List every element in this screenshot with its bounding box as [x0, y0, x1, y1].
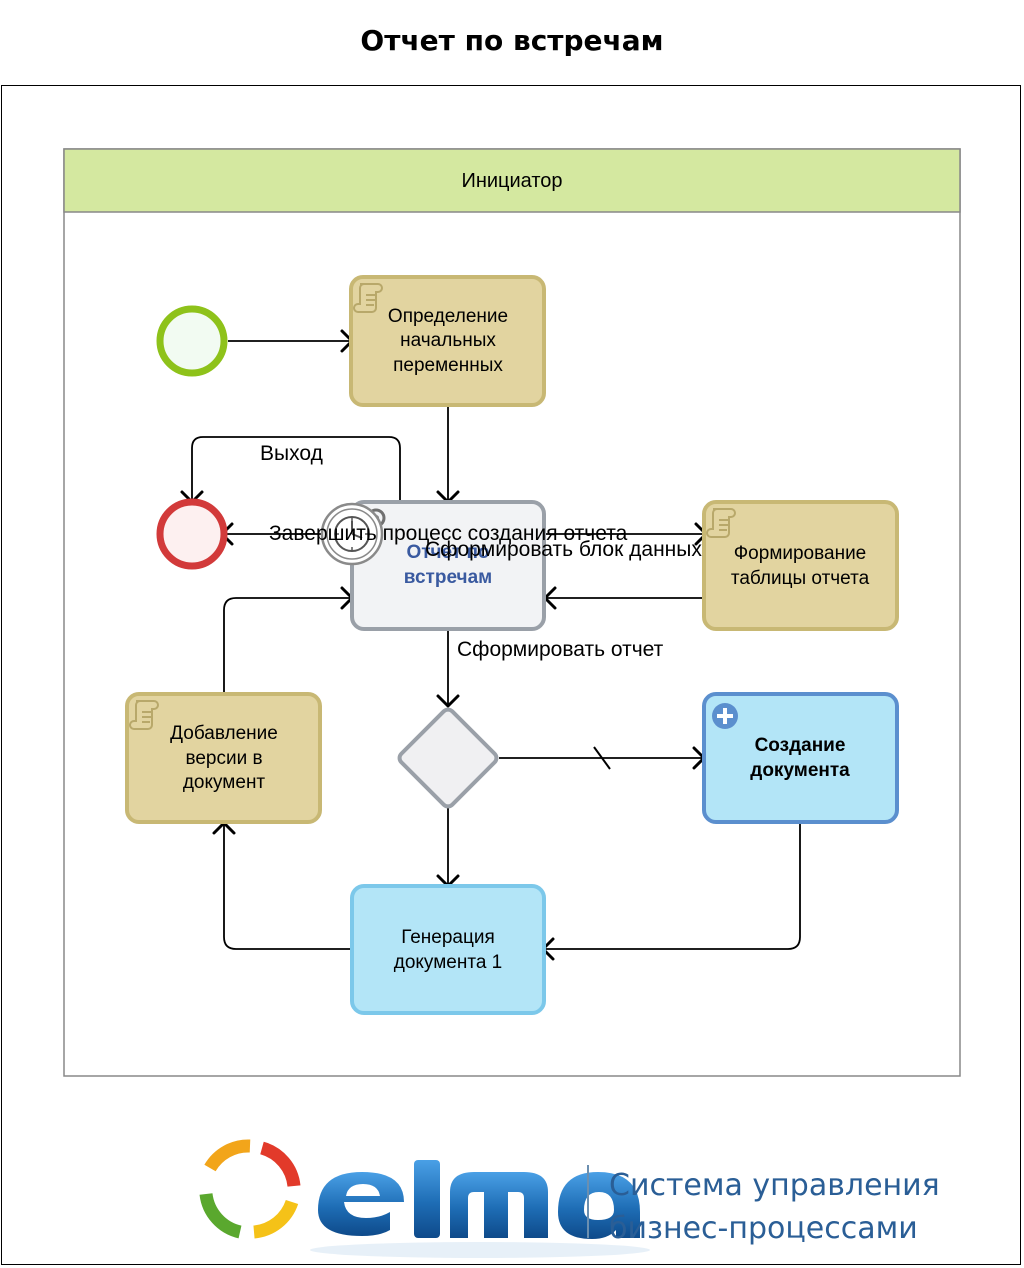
flow-label-block: Сформировать блок данных — [425, 538, 702, 561]
cycle-arrows-icon — [199, 1139, 301, 1239]
task-table-form[interactable]: Формирование таблицы отчета — [702, 500, 899, 631]
elma-wordmark — [310, 1160, 650, 1258]
flow-label-exit: Выход — [260, 442, 323, 465]
task-label-line: Генерация — [401, 927, 495, 948]
task-label-line: Создание — [755, 735, 846, 756]
diagram-frame — [1, 85, 1021, 1265]
task-label-line: переменных — [393, 355, 503, 376]
task-label-line: документ — [183, 772, 266, 793]
logo-tagline-line: бизнес-процессами — [609, 1211, 918, 1246]
task-generate-document[interactable]: Генерация документа 1 — [350, 884, 546, 1015]
plus-icon — [712, 703, 738, 729]
elma-logo: Система управления бизнес-процессами — [199, 1139, 940, 1258]
page-title: Отчет по встречам — [360, 24, 664, 57]
task-label-line: версии в — [185, 748, 262, 769]
task-label-line: Определение — [388, 306, 508, 327]
task-create-document[interactable]: Создание документа — [702, 692, 899, 824]
task-label-line: таблицы отчета — [731, 568, 870, 589]
subprocess-meeting-report[interactable]: Отчет по встречам — [350, 500, 546, 631]
end-event[interactable] — [156, 498, 228, 570]
task-label-line: начальных — [400, 330, 496, 351]
task-label-line: Отчет по — [406, 542, 489, 563]
lane-title: Инициатор — [461, 170, 562, 192]
timer-boundary-event[interactable] — [320, 502, 384, 566]
task-label-line: Добавление — [170, 723, 278, 744]
flow-label-report: Сформировать отчет — [457, 638, 664, 661]
task-label-line: документа 1 — [394, 952, 503, 973]
task-label-line: документа — [750, 760, 850, 781]
clock-icon — [334, 516, 370, 552]
start-event[interactable] — [156, 305, 228, 377]
lane-header — [63, 148, 961, 213]
task-add-version[interactable]: Добавление версии в документ — [125, 692, 322, 824]
task-label-line: Формирование — [734, 543, 867, 564]
task-init-variables[interactable]: Определение начальных переменных — [349, 275, 546, 407]
exclusive-gateway[interactable] — [397, 707, 499, 809]
task-label-line: встречам — [404, 567, 492, 588]
flow-label-finish: Завершить процесс создания отчета — [269, 522, 628, 545]
logo-tagline-line: Система управления — [609, 1168, 940, 1203]
